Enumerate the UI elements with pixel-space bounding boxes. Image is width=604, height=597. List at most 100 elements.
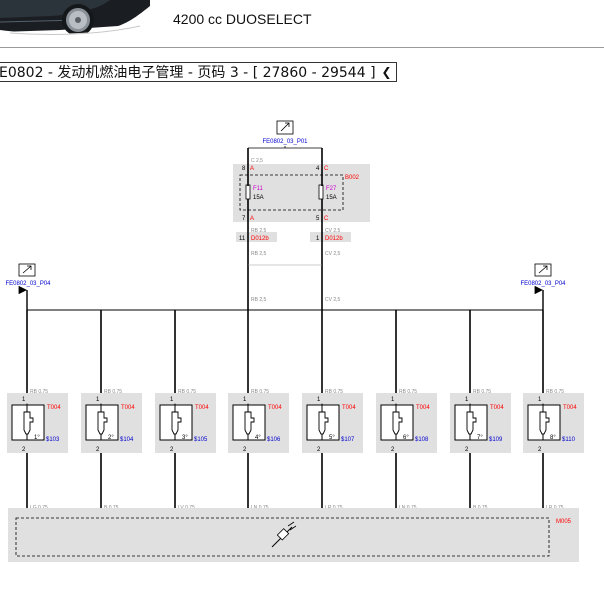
connector-ref: $106 bbox=[267, 437, 281, 443]
ecu-name: M005 bbox=[556, 519, 572, 525]
fuse-box-name: B002 bbox=[345, 175, 360, 181]
wire-label: RB 2,5 bbox=[251, 228, 267, 234]
fuse-icon bbox=[245, 184, 251, 200]
pin-letter: A bbox=[250, 166, 254, 172]
wire-label: RB 0,75 bbox=[104, 389, 122, 395]
fuse-f27-rating: 15A bbox=[326, 195, 337, 201]
left-ref-connector[interactable]: FE0802_03_P04 bbox=[5, 263, 51, 287]
top-ref-label[interactable]: FE0802_03_P01 bbox=[262, 139, 308, 145]
wire-label: CV 2,5 bbox=[325, 251, 341, 257]
component-name: T004 bbox=[490, 405, 504, 411]
component-name: T004 bbox=[563, 405, 577, 411]
pin-number: 8 bbox=[242, 166, 246, 172]
fuse-icon bbox=[318, 184, 324, 200]
pin-number: 4 bbox=[316, 166, 320, 172]
injector-icon bbox=[23, 405, 34, 440]
pin-number: 2 bbox=[465, 447, 469, 453]
connector-ref: $108 bbox=[415, 437, 429, 443]
splice-name: D012b bbox=[251, 236, 269, 242]
splice-pin: 1 bbox=[316, 236, 320, 242]
cylinder-label: 2° bbox=[108, 435, 114, 441]
wire-label: RB 0,75 bbox=[178, 389, 196, 395]
top-ref-connector[interactable]: FE0802_03_P01 bbox=[262, 120, 308, 145]
pin-number: 2 bbox=[538, 447, 542, 453]
connector-ref: $110 bbox=[562, 437, 576, 443]
splice-background bbox=[310, 232, 351, 242]
fuse-f27-name: F27 bbox=[326, 186, 337, 192]
pin-number: 2 bbox=[22, 447, 26, 453]
pin-letter: C bbox=[324, 166, 329, 172]
splice-name: D012b bbox=[325, 236, 343, 242]
injector-icon bbox=[318, 405, 329, 440]
cylinder-label: 4° bbox=[255, 435, 261, 441]
engine-title: 4200 cc DUOSELECT bbox=[173, 11, 312, 27]
connector-plug-icon[interactable] bbox=[271, 521, 297, 548]
splice-pin: 11 bbox=[239, 236, 246, 242]
pin-number: 2 bbox=[170, 447, 174, 453]
pin-number: 1 bbox=[243, 397, 247, 403]
cylinder-label: 3° bbox=[182, 435, 188, 441]
wire-label: RB 2,5 bbox=[251, 251, 267, 257]
wire-label: RB 0,75 bbox=[546, 389, 564, 395]
pin-number: 7 bbox=[242, 216, 246, 222]
cylinder-label: 1° bbox=[34, 435, 40, 441]
component-name: T004 bbox=[342, 405, 356, 411]
wire-label: CV 2,5 bbox=[325, 228, 341, 234]
component-name: T004 bbox=[416, 405, 430, 411]
injector-icon bbox=[392, 405, 403, 440]
header-divider bbox=[0, 47, 604, 48]
chevron-down-icon[interactable]: ❮ bbox=[381, 65, 392, 79]
wire-label: RB 0,75 bbox=[473, 389, 491, 395]
pin-letter: A bbox=[250, 216, 254, 222]
pin-number: 2 bbox=[243, 447, 247, 453]
left-ref-label[interactable]: FE0802_03_P04 bbox=[5, 281, 51, 287]
component-name: T004 bbox=[195, 405, 209, 411]
component-name: T004 bbox=[268, 405, 282, 411]
ecu-m005[interactable]: M005 bbox=[8, 508, 579, 562]
ecu-border bbox=[15, 517, 550, 557]
wire-label: RB 0,75 bbox=[399, 389, 417, 395]
page-selector-value: E0802 - 发动机燃油电子管理 - 页码 3 - [ 27860 - 295… bbox=[0, 65, 376, 81]
pin-number: 1 bbox=[96, 397, 100, 403]
injector-icon bbox=[466, 405, 477, 440]
component-name: T004 bbox=[47, 405, 61, 411]
wire-label: RB 2,5 bbox=[251, 297, 267, 303]
fuse-f11-rating: 15A bbox=[253, 195, 264, 201]
cylinder-label: 7° bbox=[477, 435, 483, 441]
connector-ref: $103 bbox=[46, 437, 60, 443]
pin-number: 1 bbox=[22, 397, 26, 403]
page-selector-dropdown[interactable]: E0802 - 发动机燃油电子管理 - 页码 3 - [ 27860 - 295… bbox=[0, 62, 397, 82]
injector-icon bbox=[97, 405, 108, 440]
splice-background bbox=[236, 232, 277, 242]
ecu-background bbox=[8, 508, 579, 562]
wire-label: RB 0,75 bbox=[251, 389, 269, 395]
right-ref-connector[interactable]: FE0802_03_P04 bbox=[520, 263, 566, 287]
wire-label: RB 0,75 bbox=[325, 389, 343, 395]
cylinder-label: 6° bbox=[403, 435, 409, 441]
right-ref-label[interactable]: FE0802_03_P04 bbox=[520, 281, 566, 287]
injector-icon bbox=[244, 405, 255, 440]
injector-icon bbox=[171, 405, 182, 440]
wire-label: CV 2,5 bbox=[325, 297, 341, 303]
wire-label: RB 0,75 bbox=[30, 389, 48, 395]
fuse-box-b002[interactable]: B002 F11 15A F27 15A 8 A 4 C 7 A 5 C bbox=[233, 164, 370, 222]
pin-number: 2 bbox=[96, 447, 100, 453]
pin-number: 2 bbox=[391, 447, 395, 453]
pin-number: 2 bbox=[317, 447, 321, 453]
connector-ref: $109 bbox=[489, 437, 503, 443]
pin-number: 1 bbox=[317, 397, 321, 403]
fuse-box-border bbox=[239, 174, 344, 211]
pin-number: 5 bbox=[316, 216, 320, 222]
cylinder-label: 8° bbox=[550, 435, 556, 441]
connector-ref: $105 bbox=[194, 437, 208, 443]
